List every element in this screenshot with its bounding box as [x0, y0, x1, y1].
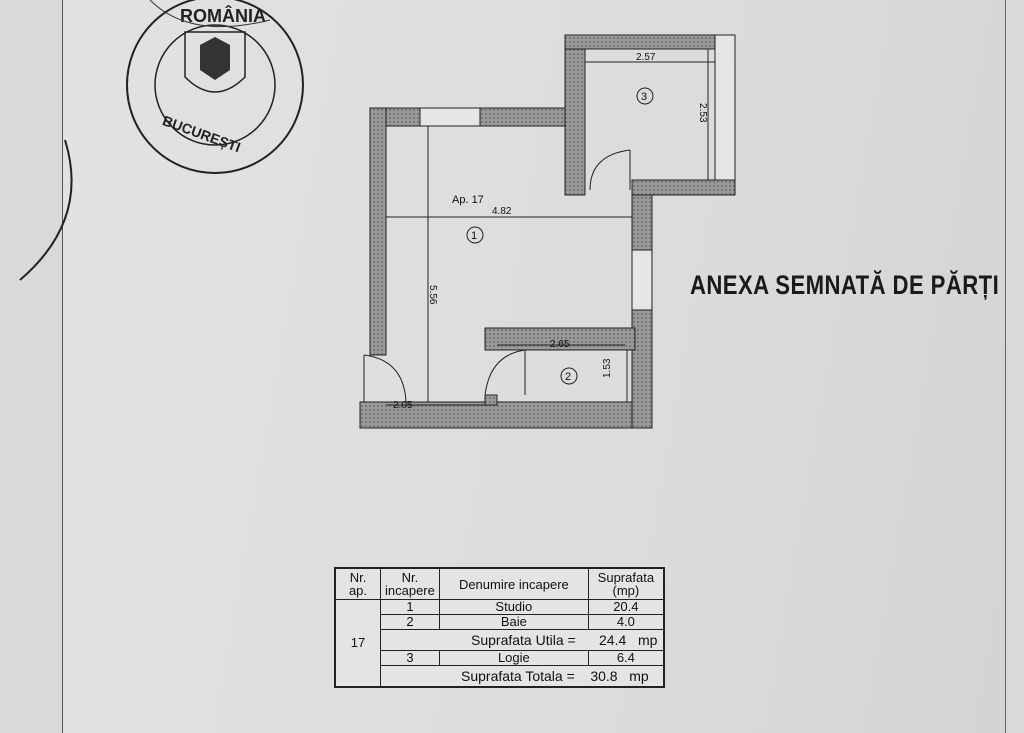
walls	[359, 34, 736, 429]
annex-signed-text: ANEXA SEMNATĂ DE PĂRȚI	[690, 270, 1000, 300]
unit: mp	[637, 632, 658, 648]
utila-value: 24.4	[599, 632, 627, 648]
dim-main-width: 4.82	[492, 206, 512, 217]
stamp-text-top: ROMÂNIA	[180, 5, 266, 26]
dim-logia-width: 2.57	[636, 52, 656, 63]
room-name: Baie	[438, 614, 589, 630]
bath-door	[484, 349, 526, 396]
table-row: 3 Logie 6.4	[335, 650, 665, 666]
room-area: 6.4	[587, 650, 665, 666]
table-row: 17 1 Studio 20.4	[334, 599, 665, 688]
room-nr: 3	[380, 650, 440, 666]
partial-stamp	[19, 139, 73, 281]
header-denumire: Denumire incapere	[438, 567, 589, 600]
dim-entry-width: 2.05	[393, 400, 413, 411]
apartment-number: 17	[334, 599, 381, 688]
svg-text:3: 3	[641, 91, 647, 103]
utila-label: Suprafata Utila =	[471, 632, 576, 648]
stamp-text-city: BUCUREȘTI	[161, 112, 243, 155]
area-table: Nr. ap. Nr. incapere Denumire incapere S…	[334, 567, 665, 688]
logia-door	[589, 149, 631, 191]
svg-text:1: 1	[471, 230, 477, 242]
room-markers: 1 2 3	[466, 87, 654, 385]
dim-logia-height: 2.53	[697, 103, 708, 123]
room-nr: 2	[380, 614, 440, 630]
apartment-label: Ap. 17	[452, 194, 484, 206]
totala-row: Suprafata Totala = 30.8 mp	[335, 665, 665, 688]
unit: mp	[629, 668, 649, 684]
room-area: 20.4	[587, 599, 665, 615]
totala-label: Suprafata Totala =	[461, 668, 575, 684]
room-nr: 1	[380, 599, 440, 615]
header-nr-ap: Nr. ap.	[334, 567, 381, 600]
table-row: 2 Baie 4.0	[335, 614, 665, 630]
dim-bath-height: 1.53	[602, 358, 613, 378]
room-name: Logie	[438, 650, 589, 666]
svg-text:2: 2	[565, 371, 571, 383]
totala-value: 30.8	[590, 668, 618, 684]
header-suprafata: Suprafata (mp)	[587, 567, 665, 600]
entry-door	[363, 354, 407, 403]
signature	[149, 0, 271, 28]
utila-row: Suprafata Utila = 24.4 mp	[335, 629, 665, 651]
notary-stamp: ROMÂNIA BUCUREȘTI	[126, 0, 304, 174]
dim-bath-width: 2.65	[550, 339, 570, 350]
room-name: Studio	[438, 599, 589, 615]
dim-main-height: 5.56	[427, 285, 438, 305]
room-area: 4.0	[587, 614, 665, 630]
header-nr-incapere: Nr. incapere	[380, 567, 440, 600]
